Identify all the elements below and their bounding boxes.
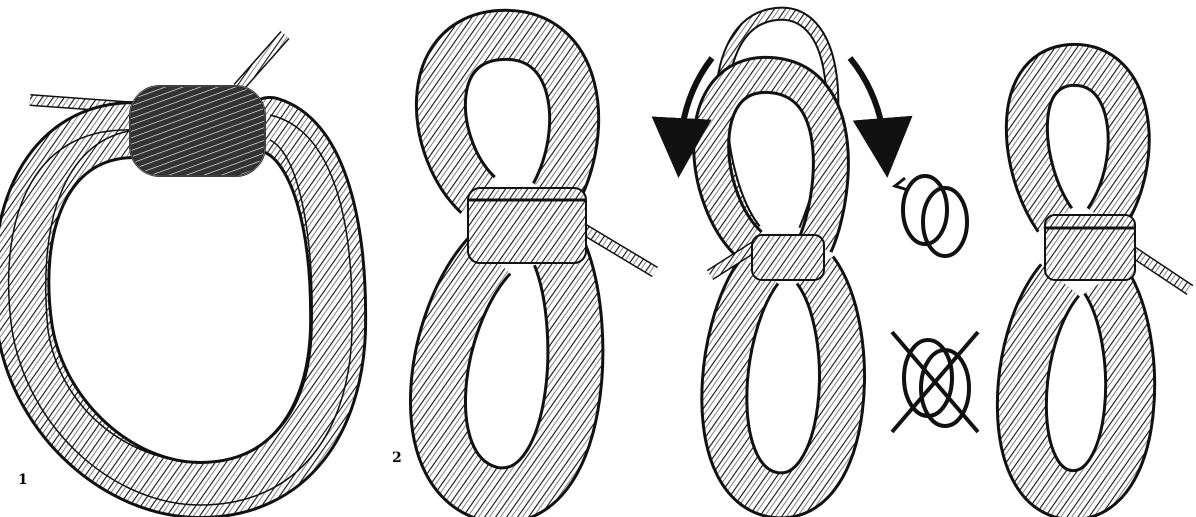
figure-2-butterfly-coil bbox=[438, 35, 655, 496]
curved-arrow-right-icon bbox=[850, 58, 885, 148]
step-1-label: 1 bbox=[18, 472, 28, 488]
figure-3-loop-through bbox=[710, 14, 842, 496]
figure-1-coil bbox=[9, 35, 353, 505]
wrong-twist-crossed-icon bbox=[892, 332, 978, 432]
step-2-label: 2 bbox=[392, 450, 402, 466]
figure-4-finished-coil bbox=[1022, 65, 1190, 495]
correct-twist-icon bbox=[895, 176, 967, 256]
